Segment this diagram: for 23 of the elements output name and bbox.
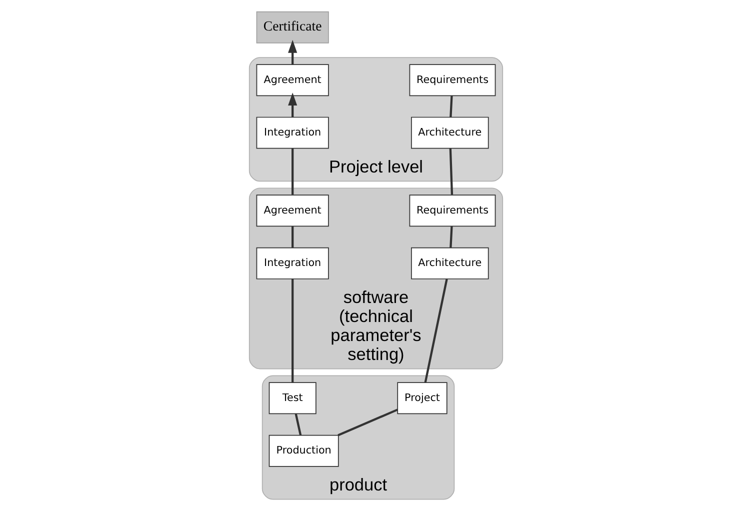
node-box: Production	[268, 434, 338, 467]
connector	[448, 148, 453, 195]
node-box: Agreement	[256, 194, 328, 227]
connector	[337, 408, 398, 436]
connector	[291, 226, 294, 248]
arrow	[288, 40, 297, 64]
node-box: Test	[268, 382, 316, 414]
node-box: Certificate	[256, 11, 328, 44]
arrow	[288, 92, 297, 118]
node-box: Requirements	[408, 194, 496, 227]
connector	[424, 278, 448, 383]
connector	[449, 226, 452, 248]
node-box: Project	[396, 382, 447, 414]
node-box: Integration	[256, 247, 328, 280]
connector	[291, 279, 294, 383]
node-box: Architecture	[410, 116, 488, 149]
connector	[291, 148, 294, 195]
node-box: Agreement	[256, 64, 328, 96]
connector	[449, 96, 452, 118]
node-box: Requirements	[408, 64, 496, 96]
node-box: Architecture	[410, 247, 488, 280]
connector	[294, 414, 302, 436]
node-box: Integration	[256, 116, 328, 149]
